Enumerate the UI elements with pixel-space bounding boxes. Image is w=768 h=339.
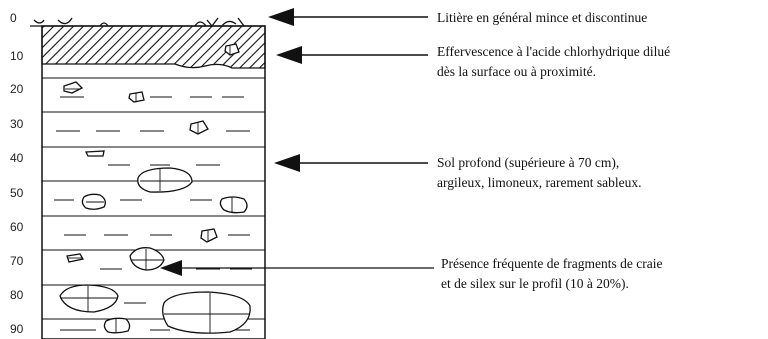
depth-label-40: 40 <box>10 151 24 165</box>
pointer-arrows <box>160 8 434 276</box>
depth-label-70: 70 <box>10 254 24 268</box>
hatched-surface-layer <box>41 25 266 69</box>
texture-dashes <box>54 96 252 331</box>
soil-profile-column <box>30 17 266 339</box>
annotation-effervescence-line-2: dès la surface ou à proximité. <box>437 64 596 79</box>
arrow-deep-soil <box>274 154 428 172</box>
annotation-fragments-line-2: et de silex sur le profil (10 à 20%). <box>441 276 629 291</box>
annotations: Litière en général mince et discontinue … <box>437 10 670 291</box>
depth-label-80: 80 <box>10 288 24 302</box>
depth-label-10: 10 <box>10 49 24 63</box>
annotation-deep-soil-line-1: Sol profond (supérieure à 70 cm), <box>437 155 619 170</box>
litter-tufts <box>30 17 245 28</box>
depth-label-90: 90 <box>10 322 24 336</box>
annotation-deep-soil-line-2: argileux, limoneux, rarement sableux. <box>437 175 641 190</box>
depth-label-0: 0 <box>10 11 17 25</box>
annotation-effervescence-line-1: Effervescence à l'acide chlorhydrique di… <box>437 44 670 59</box>
depth-label-20: 20 <box>10 82 24 96</box>
arrow-litter <box>268 8 428 26</box>
depth-label-60: 60 <box>10 220 24 234</box>
arrow-effervescence <box>276 46 428 64</box>
annotation-fragments-line-1: Présence fréquente de fragments de craie <box>441 256 663 271</box>
profile-frame <box>41 25 266 339</box>
depth-label-50: 50 <box>10 186 24 200</box>
annotation-litter: Litière en général mince et discontinue <box>437 10 647 25</box>
depth-label-30: 30 <box>10 117 24 131</box>
rock-fragments <box>59 43 251 334</box>
arrow-fragments <box>160 260 434 276</box>
depth-scale: 0 10 20 30 40 50 60 70 80 90 <box>10 11 24 336</box>
